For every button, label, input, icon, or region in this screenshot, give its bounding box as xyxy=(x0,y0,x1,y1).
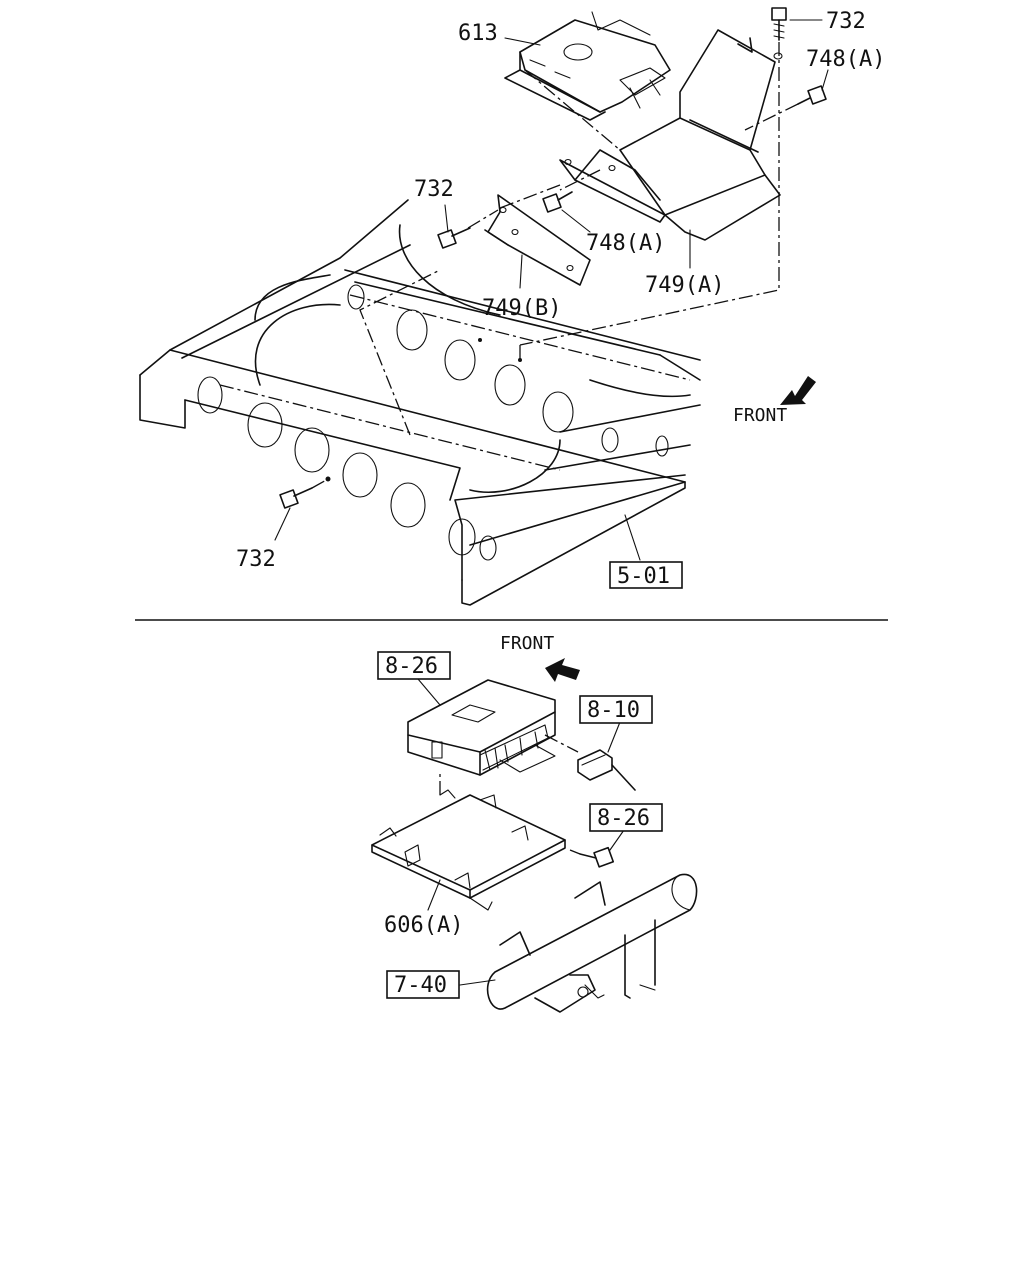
front-label-bottom: FRONT xyxy=(500,633,554,654)
svg-text:8-10: 8-10 xyxy=(587,698,640,723)
bolt-732-top xyxy=(771,7,787,41)
crossmember-7-40 xyxy=(486,873,698,1013)
svg-text:7-40: 7-40 xyxy=(394,973,447,998)
bolt-8-26 xyxy=(579,846,615,868)
bolt-748a-top xyxy=(797,85,827,105)
bolt-732-bottom xyxy=(279,487,313,509)
svg-text:5-01: 5-01 xyxy=(617,564,670,589)
ecu-613 xyxy=(504,11,671,121)
callout-749a: 749(A) xyxy=(645,273,724,298)
ref-box-8-10: 8-10 xyxy=(579,695,653,724)
frame-holes xyxy=(197,284,669,561)
callout-732-top: 732 xyxy=(826,9,866,34)
front-arrow-icon xyxy=(545,658,580,682)
ref-box-8-26-bolt: 8-26 xyxy=(589,803,663,832)
connector-8-10 xyxy=(577,749,636,791)
leaders-bottom xyxy=(417,678,625,986)
front-arrow-icon xyxy=(780,376,816,405)
callout-732-bottom: 732 xyxy=(236,547,276,572)
callout-606a: 606(A) xyxy=(384,913,463,938)
ref-box-8-26-top: 8-26 xyxy=(377,651,451,680)
assembly-lines-top xyxy=(311,42,799,489)
ref-box-7-40: 7-40 xyxy=(386,970,460,999)
bolt-732-mid xyxy=(437,227,471,249)
bracket-749b xyxy=(484,149,666,286)
callout-748a-mid: 748(A) xyxy=(586,231,665,256)
assembly-lines-bottom xyxy=(439,734,581,855)
callout-748a-top: 748(A) xyxy=(806,47,885,72)
callout-749b: 749(B) xyxy=(482,296,561,321)
frame-crossmember xyxy=(139,199,701,606)
bolt-748a-mid xyxy=(542,191,573,213)
callout-613: 613 xyxy=(458,21,498,46)
svg-text:8-26: 8-26 xyxy=(385,654,438,679)
callout-732-mid: 732 xyxy=(414,177,454,202)
bracket-749a xyxy=(619,29,783,241)
ref-box-5-01: 5-01 xyxy=(609,561,683,589)
front-label-top: FRONT xyxy=(733,405,787,426)
leaders-top xyxy=(274,19,829,561)
controller-unit xyxy=(407,679,556,776)
bracket-606a xyxy=(371,789,566,911)
svg-text:8-26: 8-26 xyxy=(597,806,650,831)
